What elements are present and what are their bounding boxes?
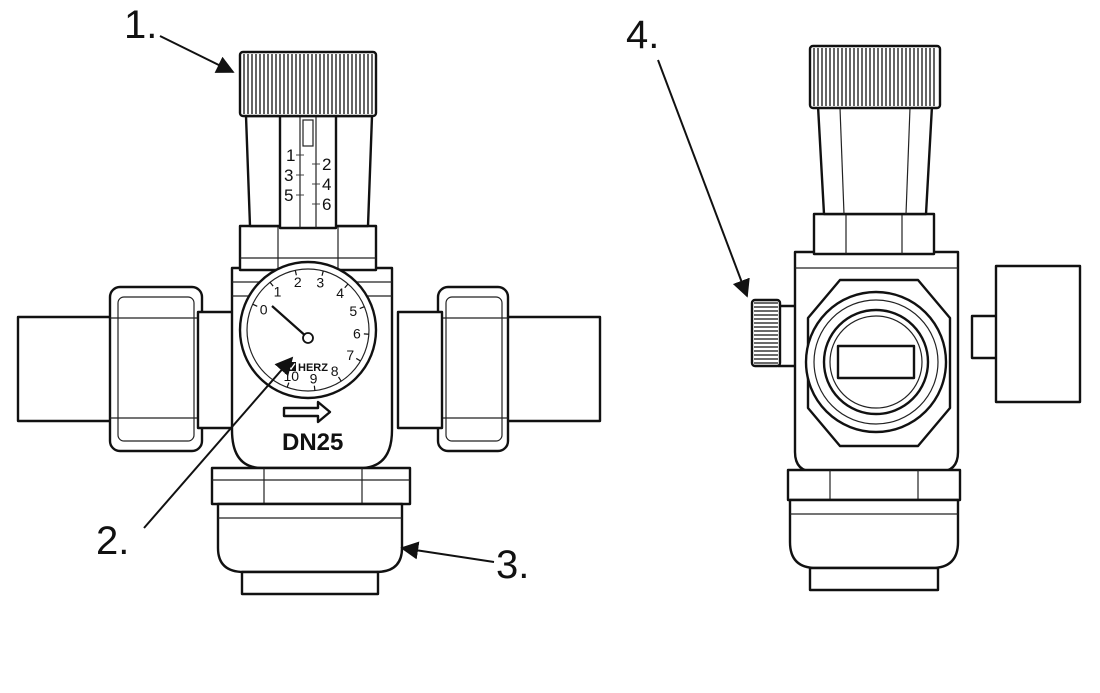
gauge-dial-number-0: 0 — [260, 301, 268, 317]
gauge-needle — [271, 305, 309, 339]
brand-label: HERZ — [298, 362, 328, 374]
setting-scale-window — [278, 114, 338, 230]
left-neck — [196, 310, 238, 430]
scale-right-6: 6 — [322, 195, 331, 214]
callout-3-arrow — [400, 541, 495, 563]
filter-bowl-side — [788, 498, 960, 570]
side-knob-knurling — [754, 302, 778, 364]
gauge-dial-number-7: 7 — [346, 347, 354, 363]
callout-2-arrow — [143, 356, 294, 529]
port-seat-slot — [836, 344, 916, 380]
bonnet-hex-nut-side — [812, 212, 936, 256]
gauge-dial-ticks — [252, 270, 369, 391]
gauge-dial-number-5: 5 — [349, 303, 357, 319]
left-union-nut — [108, 285, 204, 453]
right-union-nut — [436, 285, 510, 453]
right-neck — [396, 310, 444, 430]
callout-1: 1. — [124, 3, 157, 47]
scale-left-5: 5 — [284, 186, 293, 205]
scale-left-3: 3 — [284, 166, 293, 185]
gauge-dial-number-4: 4 — [336, 285, 344, 301]
pressure-gauge-bezel — [238, 260, 378, 400]
drain-plug — [240, 570, 380, 596]
scale-right-4: 4 — [322, 175, 331, 194]
filter-collar-side — [786, 468, 962, 502]
scale-right-2: 2 — [322, 155, 331, 174]
callout-4: 4. — [626, 13, 659, 57]
left-pipe-thread — [16, 315, 118, 423]
handwheel-knurling-side — [813, 48, 935, 106]
gauge-dial-number-1: 1 — [274, 284, 282, 300]
gauge-needle-hub — [302, 332, 314, 344]
gauge-dial-number-8: 8 — [331, 363, 339, 379]
scale-left-1: 1 — [286, 146, 295, 165]
callout-2: 2. — [96, 519, 129, 563]
callout-3: 3. — [496, 543, 529, 587]
gauge-dial-number-2: 2 — [294, 274, 302, 290]
pressure-gauge-side — [994, 264, 1082, 404]
drain-plug-side — [808, 566, 940, 592]
flow-direction-arrow — [282, 400, 332, 424]
callout-1-arrow — [159, 35, 235, 73]
spindle-housing-side — [816, 104, 934, 216]
valve-side-view — [750, 44, 1082, 592]
gauge-dial-number-9: 9 — [310, 371, 318, 387]
right-pipe-thread — [496, 315, 602, 423]
gauge-dial-number-3: 3 — [316, 275, 324, 291]
gauge-dial-number-6: 6 — [353, 325, 361, 341]
filter-bowl — [216, 502, 404, 574]
side-adjustment-knob — [750, 298, 782, 368]
size-label: DN25 — [282, 429, 343, 456]
filter-collar — [210, 466, 412, 506]
handwheel-knurling — [243, 54, 373, 114]
callout-layer: 1. 2. 3. 4. — [96, 3, 750, 587]
callout-4-arrow — [657, 59, 750, 298]
